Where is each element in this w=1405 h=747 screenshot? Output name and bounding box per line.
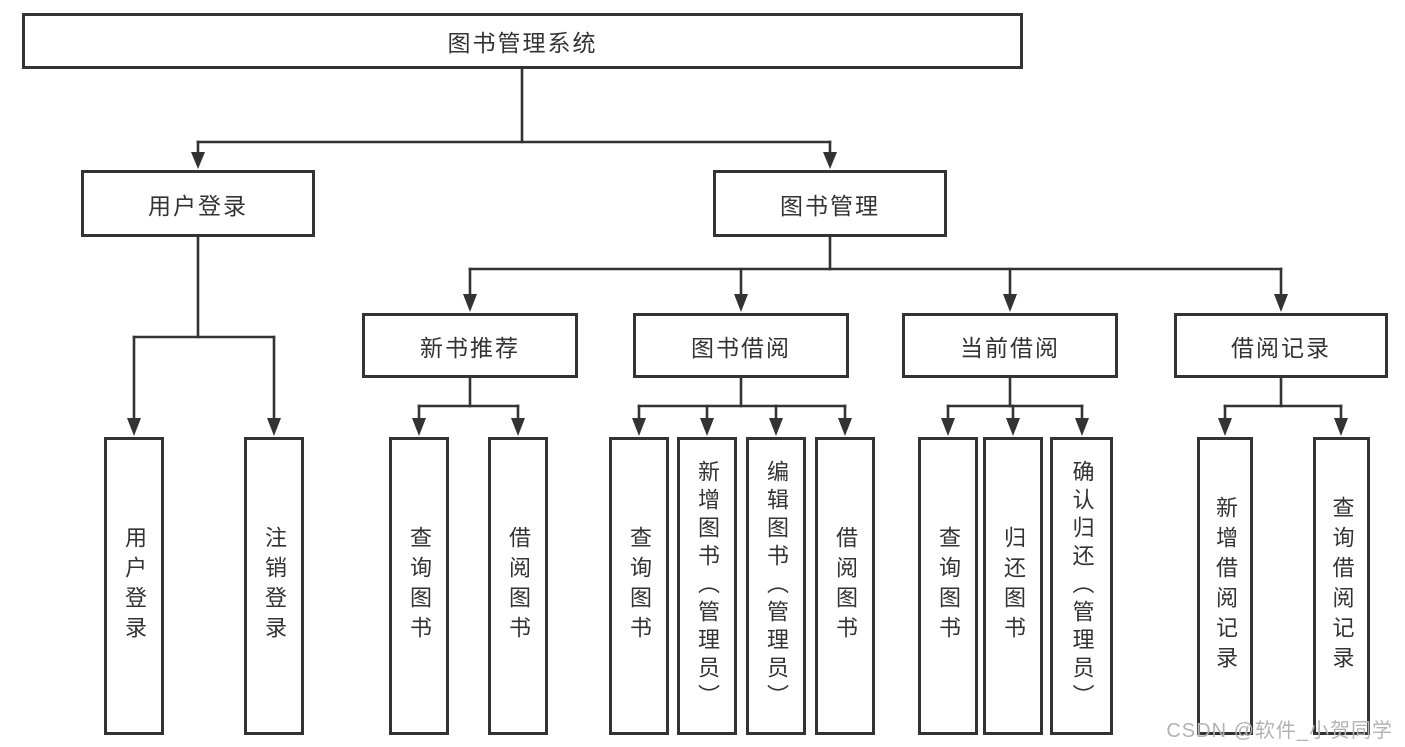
node-borrow-records: 借阅记录 — [1174, 313, 1388, 378]
csdn-watermark: CSDN @软件_小贺同学 — [1166, 720, 1393, 742]
leaf-query-books-3: 查询图书 — [918, 437, 978, 735]
node-book-borrow: 图书借阅 — [633, 313, 849, 378]
leaf-query-books-2: 查询图书 — [609, 437, 669, 735]
leaf-borrow-books: 借阅图书 — [488, 437, 548, 735]
node-user-login: 用户登录 — [81, 170, 315, 237]
node-book-management: 图书管理 — [713, 170, 947, 237]
node-new-book-recommend: 新书推荐 — [362, 313, 578, 378]
leaf-add-book-admin: 新增图书（管理员） — [677, 437, 737, 735]
leaf-confirm-return-admin: 确认归还（管理员） — [1050, 437, 1113, 735]
leaf-logout: 注销登录 — [244, 437, 304, 735]
leaf-return-books: 归还图书 — [983, 437, 1043, 735]
leaf-edit-book-admin: 编辑图书（管理员） — [746, 437, 806, 735]
leaf-query-borrow-record: 查询借阅记录 — [1313, 437, 1370, 735]
node-current-borrow: 当前借阅 — [902, 313, 1118, 378]
leaf-query-books: 查询图书 — [389, 437, 449, 735]
leaf-add-borrow-record: 新增借阅记录 — [1197, 437, 1253, 735]
leaf-user-login: 用户登录 — [104, 437, 164, 735]
leaf-borrow-books-2: 借阅图书 — [815, 437, 875, 735]
node-root-system: 图书管理系统 — [22, 13, 1023, 69]
